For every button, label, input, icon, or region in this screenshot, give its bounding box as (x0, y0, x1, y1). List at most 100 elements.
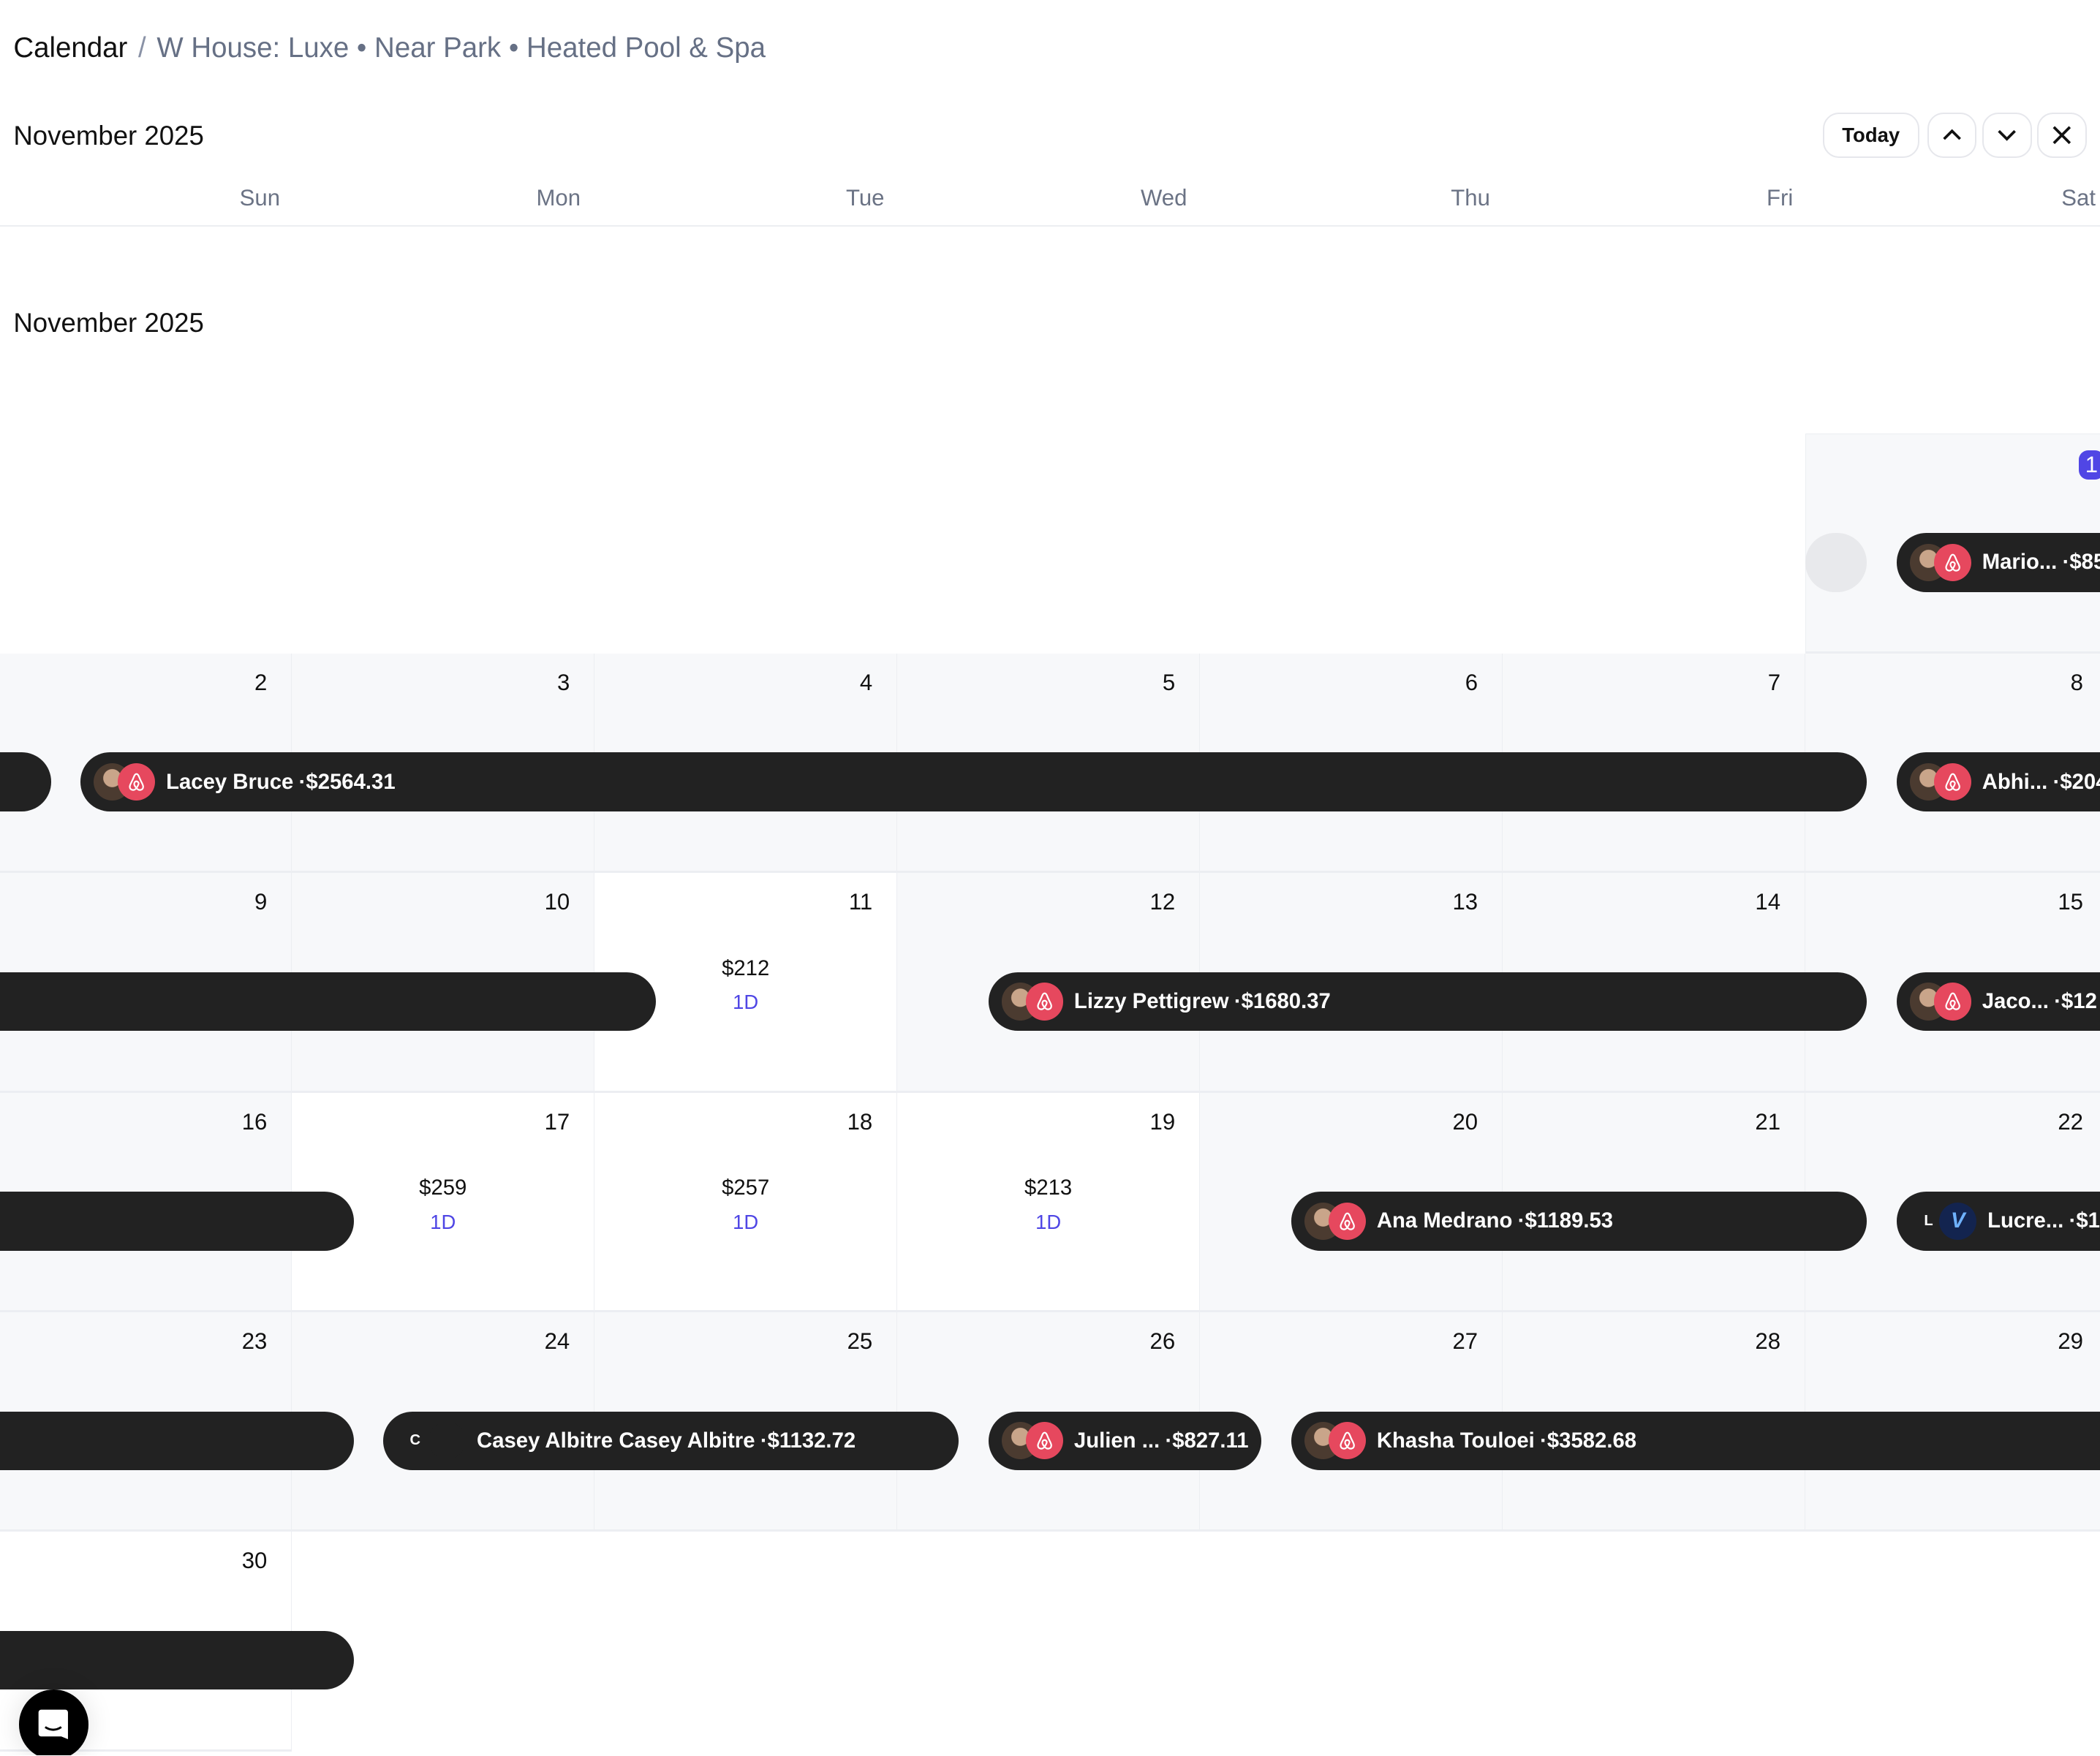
day-number: 1 (2078, 450, 2100, 480)
next-month-button[interactable] (1982, 112, 2032, 159)
day-number: 23 (241, 1328, 268, 1354)
breadcrumb-calendar[interactable]: Calendar (13, 31, 128, 64)
reservation-total: ·$1189.53 (1517, 1208, 1614, 1233)
reservation-total: ·$204 (2052, 769, 2100, 794)
chevron-up-icon (1943, 129, 1961, 140)
close-button[interactable] (2036, 112, 2087, 159)
reservation-label: Mario...·$85 (1982, 550, 2100, 575)
direct-channel-icon (428, 1422, 467, 1460)
airbnb-icon (1026, 983, 1064, 1021)
vrbo-icon: V (1939, 1202, 1977, 1241)
reservation-bar[interactable]: Ana Medrano·$1189.53 (1291, 1192, 1867, 1251)
airbnb-icon (1328, 1202, 1367, 1241)
nightly-price: $257 (722, 1176, 770, 1200)
day-number: 14 (1755, 889, 1781, 915)
guest-name: Khasha Touloei (1376, 1428, 1535, 1453)
chevron-down-icon (1998, 130, 2016, 142)
guest-name: Jaco... (1982, 989, 2049, 1014)
day-number: 3 (556, 669, 570, 695)
day-number: 26 (1149, 1328, 1176, 1354)
chat-icon (39, 1709, 69, 1740)
reservation-label: Julien ...·$827.11 (1074, 1428, 1249, 1453)
reservation-label: Jaco...·$12 (1982, 989, 2097, 1014)
airbnb-icon (1933, 762, 1972, 801)
weekday-thu: Thu (1451, 184, 1490, 211)
reservation-bar[interactable]: Lizzy Pettigrew·$1680.37 (988, 972, 1867, 1032)
day-number: 20 (1452, 1108, 1478, 1135)
reservation-total: ·$16 (2069, 1208, 2100, 1233)
reservation-bar[interactable]: Lacey Bruce·$2564.31 (80, 752, 1867, 811)
day-number: 2 (254, 669, 268, 695)
guest-name: Ana Medrano (1376, 1208, 1513, 1233)
reservation-bar[interactable] (0, 1411, 354, 1471)
reservation-bar[interactable]: Jaco...·$12 (1896, 972, 2100, 1032)
day-number: 30 (241, 1548, 268, 1574)
day-number: 6 (1465, 669, 1478, 695)
day-number: 11 (848, 889, 873, 915)
reservation-bar[interactable] (0, 1192, 354, 1251)
reservation-total: ·$827.11 (1165, 1428, 1249, 1453)
weekday-sun: Sun (239, 184, 281, 211)
day-number: 5 (1162, 669, 1176, 695)
day-number: 16 (241, 1108, 268, 1135)
day-number: 18 (847, 1108, 873, 1135)
min-stay-label: 1D (733, 991, 759, 1014)
weekday-fri: Fri (1767, 184, 1794, 211)
reservation-total: ·$12 (2054, 989, 2097, 1014)
breadcrumb-property: W House: Luxe • Near Park • Heated Pool … (156, 31, 766, 64)
weekday-wed: Wed (1140, 184, 1187, 211)
guest-name: Casey Albitre Casey Albitre (477, 1428, 755, 1453)
chat-support-button[interactable] (18, 1689, 88, 1756)
reservation-bar[interactable] (0, 752, 51, 811)
airbnb-icon (1933, 983, 1972, 1021)
min-stay-label: 1D (1035, 1210, 1062, 1233)
weekday-mon: Mon (536, 184, 581, 211)
airbnb-icon (1328, 1422, 1367, 1460)
day-number: 4 (859, 669, 873, 695)
reservation-bar[interactable]: Khasha Touloei·$3582.68 (1291, 1411, 2100, 1471)
today-button[interactable]: Today (1822, 112, 1919, 159)
reservation-label: Lucre...·$16 (1987, 1208, 2100, 1233)
day-number: 10 (544, 889, 570, 915)
day-number: 12 (1149, 889, 1176, 915)
day-number: 29 (2058, 1328, 2083, 1354)
weekday-sat: Sat (2061, 184, 2096, 211)
day-number: 24 (544, 1328, 570, 1354)
guest-name: Abhi... (1982, 769, 2048, 794)
reservation-bar[interactable]: Mario...·$85 (1896, 532, 2100, 592)
day-number: 8 (2070, 669, 2083, 695)
reservation-label: Lizzy Pettigrew·$1680.37 (1074, 989, 1331, 1014)
reservation-bar[interactable]: Julien ...·$827.11 (988, 1411, 1262, 1471)
breadcrumb: Calendar/W House: Luxe • Near Park • Hea… (13, 32, 766, 64)
weekday-tue: Tue (845, 184, 885, 211)
reservation-bar[interactable]: Abhi...·$204 (1896, 752, 2100, 811)
section-month-title: November 2025 (13, 308, 204, 338)
guest-name: Lizzy Pettigrew (1073, 989, 1229, 1014)
nightly-price: $212 (722, 955, 770, 980)
reservation-total: ·$2564.31 (298, 769, 396, 794)
reservation-label: Abhi...·$204 (1982, 770, 2100, 795)
reservation-bar[interactable] (0, 1630, 354, 1690)
reservation-bar[interactable] (1805, 532, 1867, 592)
day-number: 25 (847, 1328, 873, 1354)
guest-name: Julien ... (1073, 1428, 1160, 1453)
guest-initial: C (409, 1432, 421, 1449)
reservation-bar[interactable] (0, 972, 657, 1032)
close-icon (2052, 126, 2071, 145)
day-number: 21 (1755, 1108, 1781, 1135)
previous-month-button[interactable] (1927, 112, 1977, 159)
day-number: 9 (254, 889, 268, 915)
reservation-label: Lacey Bruce·$2564.31 (166, 770, 396, 795)
day-number: 22 (2058, 1108, 2083, 1135)
airbnb-icon (1933, 543, 1972, 581)
min-stay-label: 1D (430, 1210, 456, 1233)
day-number: 28 (1755, 1328, 1781, 1354)
reservation-label: Ana Medrano·$1189.53 (1377, 1208, 1613, 1233)
nightly-price: $259 (419, 1176, 467, 1200)
guest-name: Lucre... (1987, 1208, 2064, 1233)
